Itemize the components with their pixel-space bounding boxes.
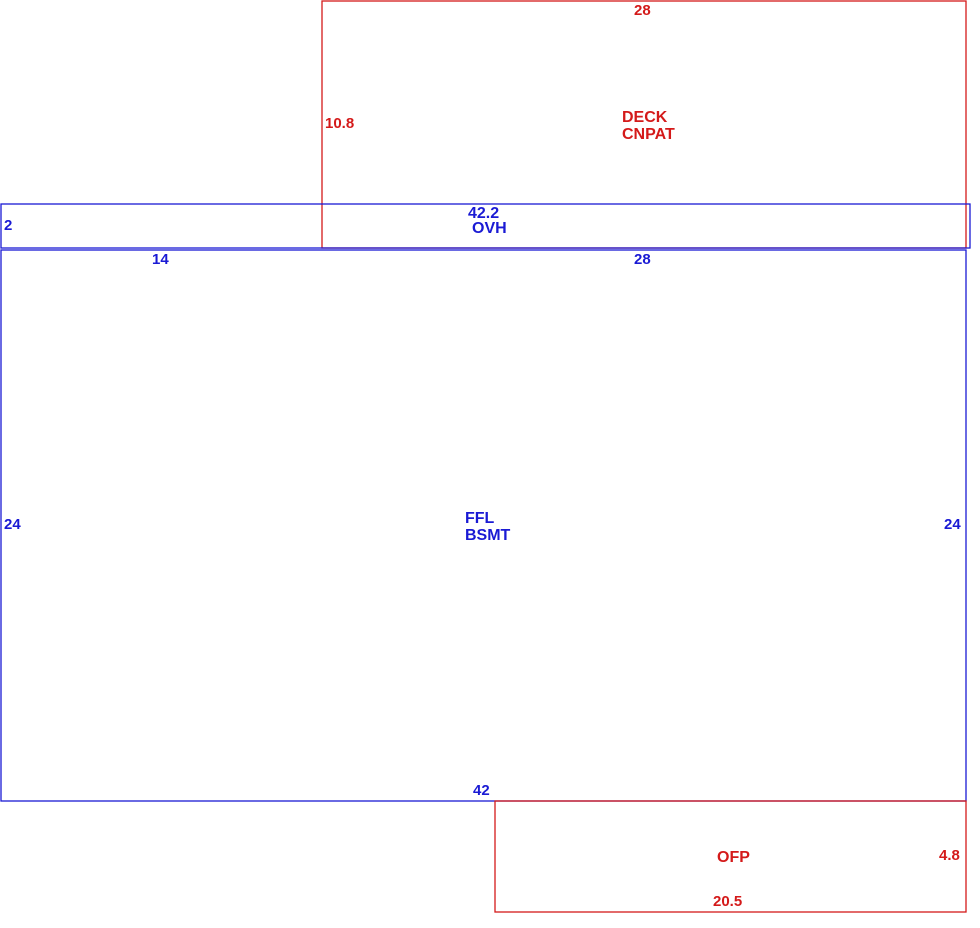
deck-label: DECK CNPAT: [622, 109, 675, 143]
ffl-top-right-dimension: 28: [634, 251, 651, 268]
ffl-outline: [0, 249, 967, 802]
ofp-right-dimension: 4.8: [939, 847, 960, 864]
ffl-label: FFL BSMT: [465, 510, 511, 544]
deck-top-dimension: 28: [634, 2, 651, 19]
ffl-left-dimension: 24: [4, 516, 21, 533]
ovh-label: 42.2 OVH: [468, 205, 507, 237]
ffl-top-left-dimension: 14: [152, 251, 169, 268]
ffl-right-dimension: 24: [944, 516, 961, 533]
ovh-left-dimension: 2: [4, 217, 12, 234]
ofp-bottom-dimension: 20.5: [713, 893, 742, 910]
ofp-label: OFP: [717, 849, 750, 866]
deck-left-dimension: 10.8: [325, 115, 354, 132]
ofp-outline: [494, 800, 967, 913]
ffl-bottom-dimension: 42: [473, 782, 490, 799]
ovh-outline: [0, 203, 971, 249]
